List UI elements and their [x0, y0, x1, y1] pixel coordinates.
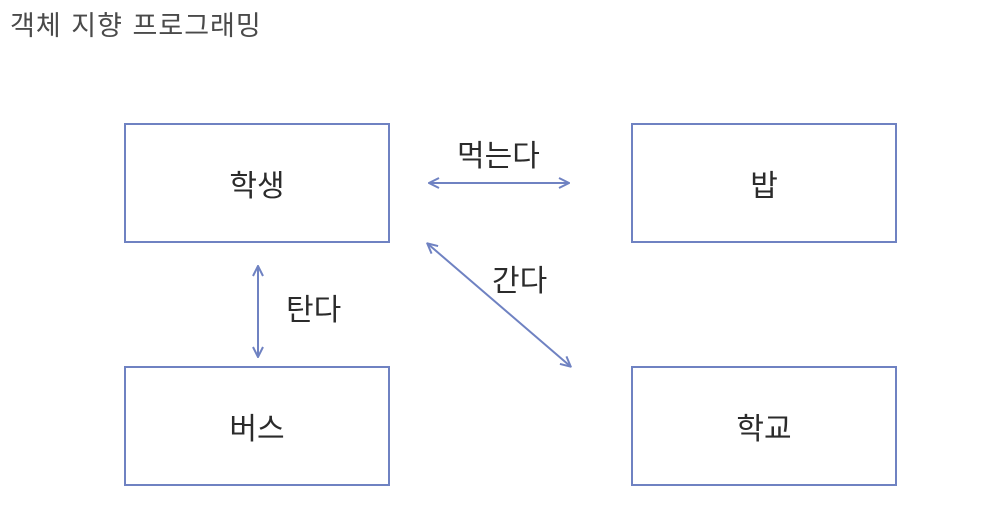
node-student-label: 학생	[229, 169, 285, 204]
relation-eat-label: 먹는다	[457, 139, 540, 174]
relation-ride-label: 탄다	[286, 293, 342, 328]
arrow-student-school	[428, 244, 570, 366]
relation-go-label: 간다	[492, 264, 548, 299]
node-rice-label: 밥	[750, 169, 778, 204]
node-school-label: 학교	[736, 412, 792, 447]
node-rice: 밥	[631, 123, 897, 243]
node-bus: 버스	[124, 366, 390, 486]
node-student: 학생	[124, 123, 390, 243]
page-title: 객체 지향 프로그래밍	[10, 11, 262, 42]
node-school: 학교	[631, 366, 897, 486]
node-bus-label: 버스	[229, 412, 285, 447]
